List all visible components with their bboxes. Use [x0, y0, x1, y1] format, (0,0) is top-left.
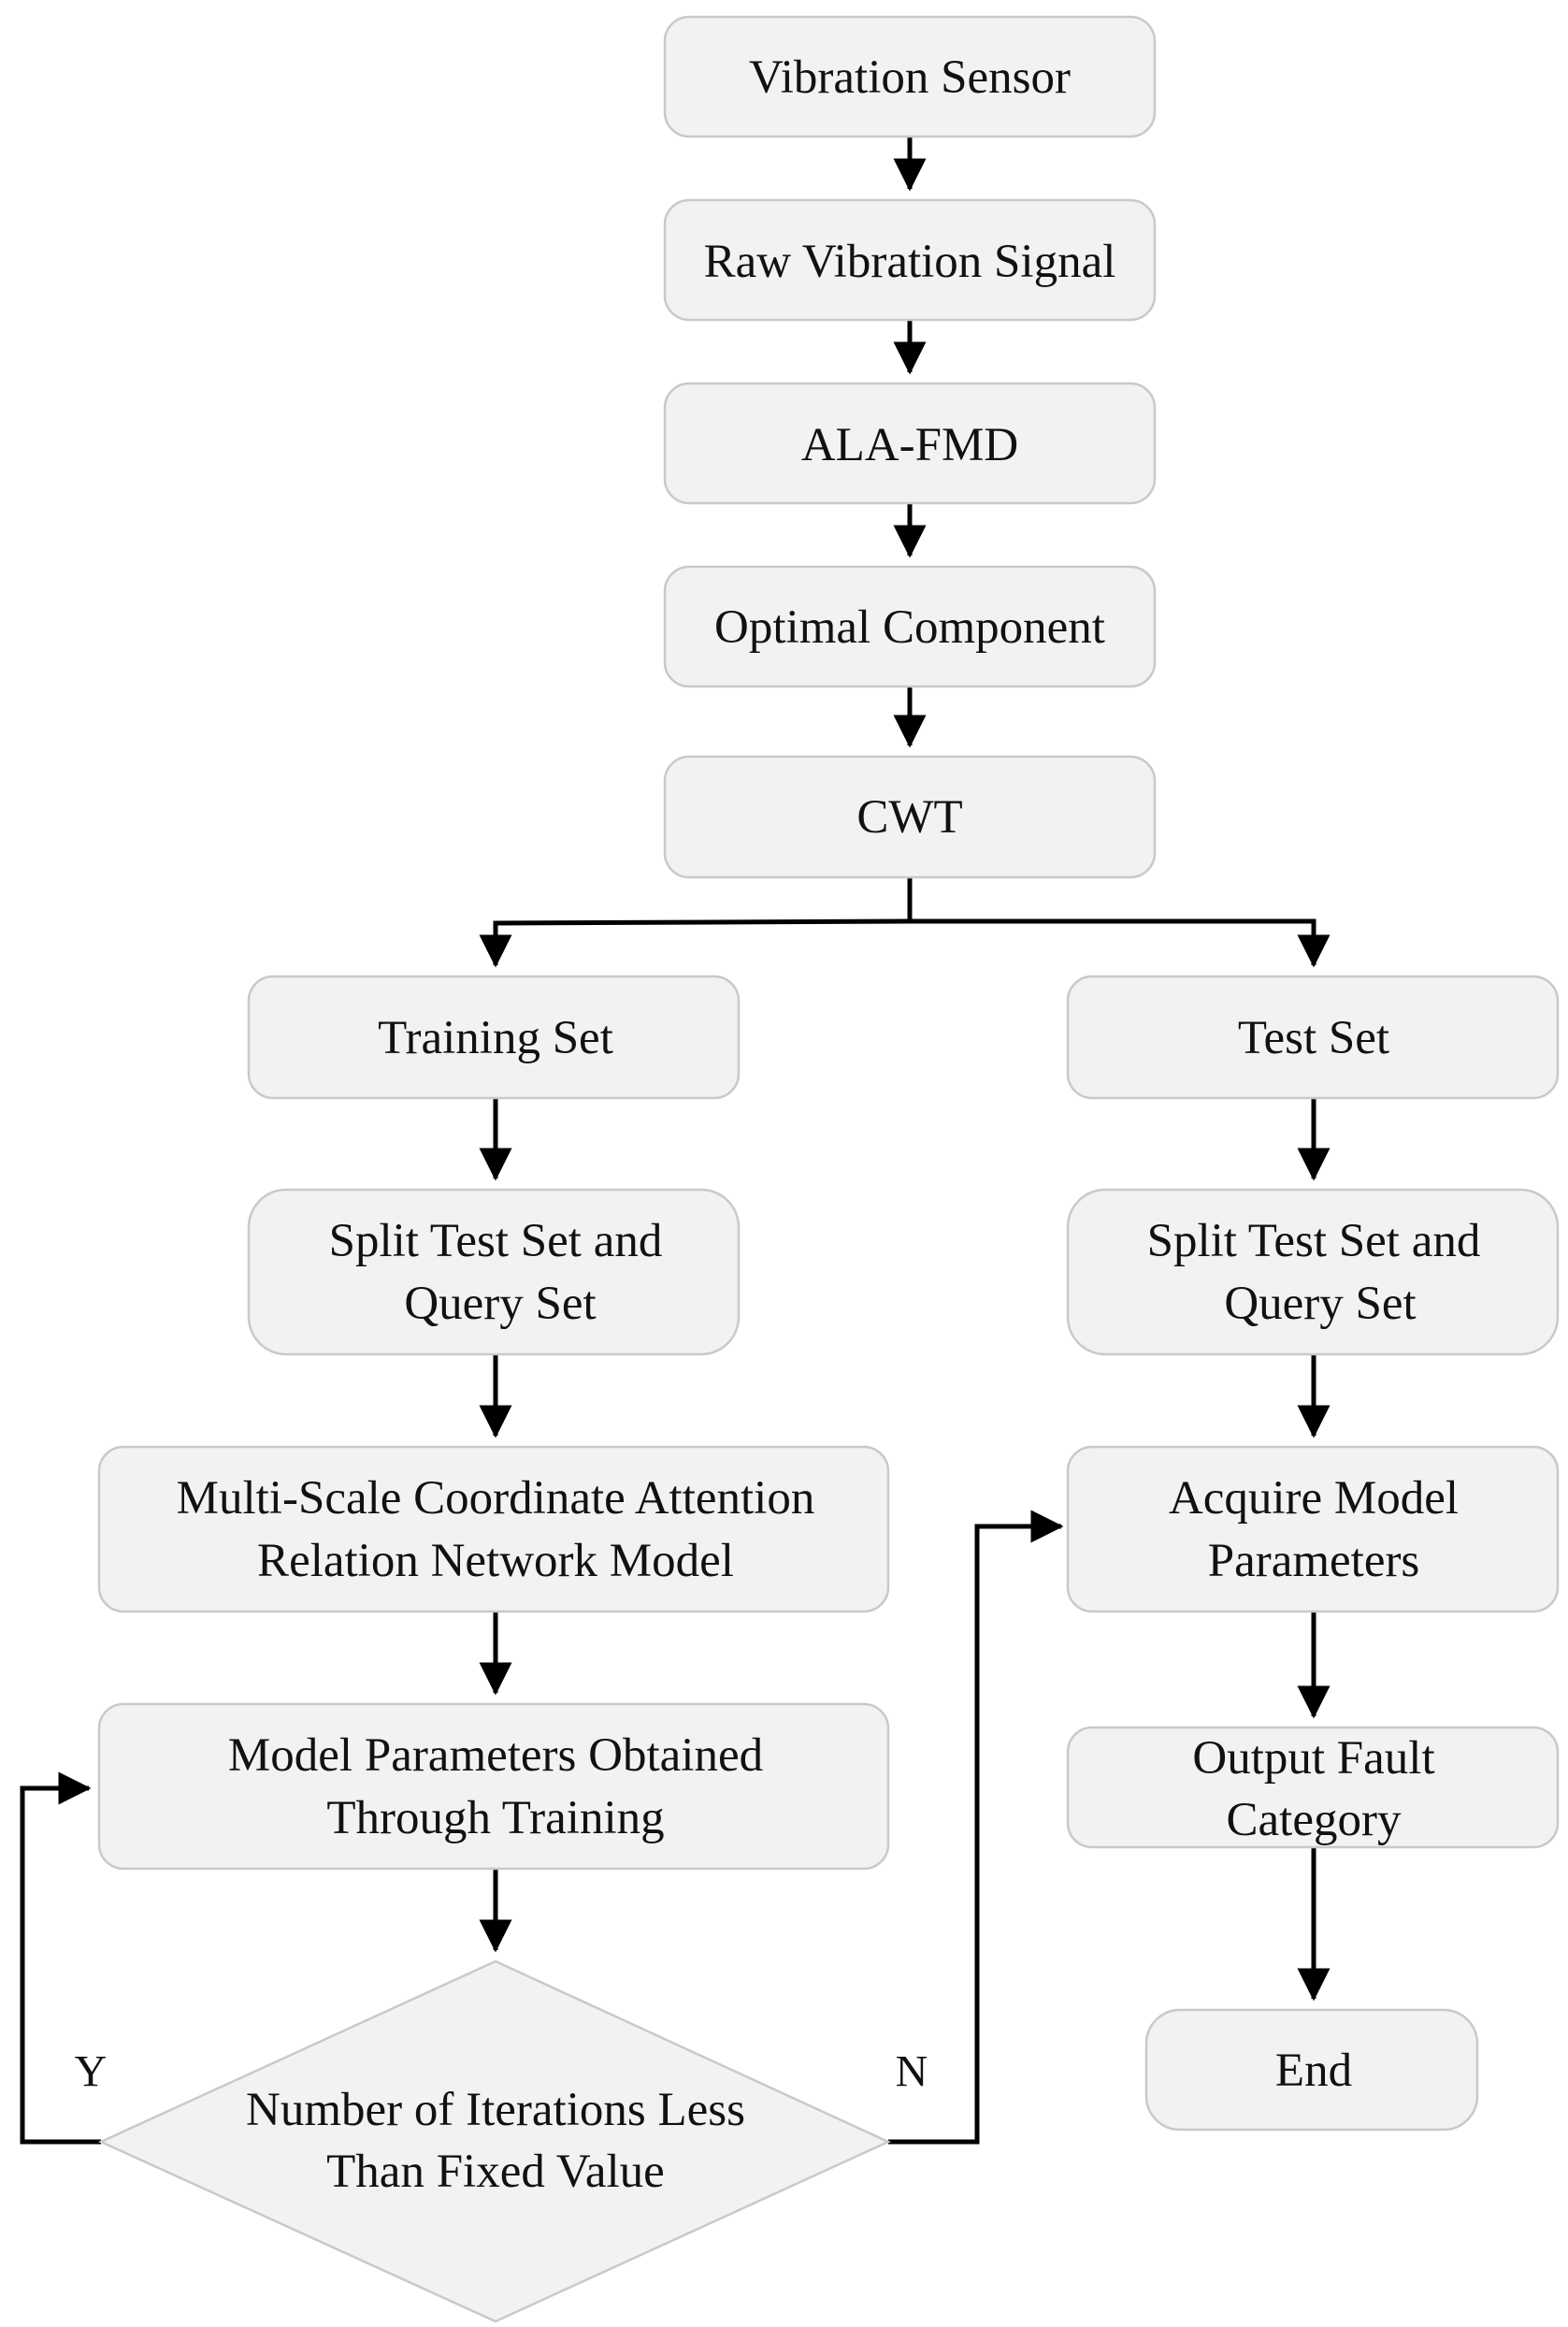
- node-label-line-1: Split Test Set and: [1147, 1215, 1481, 1267]
- node-split-test: Split Test Set and Query Set: [1066, 1188, 1560, 1356]
- node-test-set: Test Set: [1066, 975, 1560, 1100]
- node-label: CWT: [856, 791, 962, 844]
- node-label: Optimal Component: [714, 601, 1105, 654]
- node-training-set: Training Set: [247, 975, 741, 1100]
- node-label-line-1: Acquire Model: [1169, 1472, 1459, 1525]
- arrow-decision-no-to-acquire: [888, 1510, 1064, 2145]
- node-output-fault: Output Fault Category: [1066, 1726, 1560, 1849]
- node-label: Raw Vibration Signal: [704, 236, 1116, 288]
- connectors: [20, 137, 1331, 2145]
- node-label-line-1: Output Fault: [1192, 1732, 1434, 1785]
- node-model-params-training: Model Parameters Obtained Through Traini…: [97, 1702, 890, 1871]
- node-label-line-2: Through Training: [326, 1792, 664, 1844]
- node-mscarn-model: Multi-Scale Coordinate Attention Relatio…: [97, 1445, 890, 1613]
- node-split-training: Split Test Set and Query Set: [247, 1188, 741, 1356]
- branch-label-yes: Y: [75, 2047, 108, 2097]
- node-label-line-2: Relation Network Model: [257, 1535, 734, 1587]
- node-label: End: [1275, 2045, 1352, 2097]
- arrow-decision-yes-loop: [20, 1771, 101, 2145]
- node-cwt: CWT: [663, 755, 1157, 879]
- node-label-line-2: Category: [1227, 1794, 1402, 1846]
- node-label-line-2: Query Set: [1224, 1278, 1416, 1330]
- node-iterations-decision: Number of Iterations Less Than Fixed Val…: [97, 1959, 892, 2323]
- arrow-cwt-to-test: [910, 918, 1331, 968]
- node-label-line-2: Than Fixed Value: [326, 2146, 665, 2198]
- node-label: Training Set: [378, 1012, 613, 1064]
- node-raw-vibration-signal: Raw Vibration Signal: [663, 198, 1157, 322]
- node-end: End: [1144, 2008, 1479, 2132]
- node-label-line-2: Query Set: [404, 1278, 596, 1330]
- node-label-line-1: Split Test Set and: [329, 1215, 663, 1267]
- node-label-line-1: Multi-Scale Coordinate Attention: [177, 1472, 815, 1525]
- branch-label-no: N: [896, 2047, 928, 2097]
- node-label-line-1: Number of Iterations Less: [246, 2084, 745, 2136]
- arrow-cwt-to-training: [479, 918, 911, 968]
- node-acquire-params: Acquire Model Parameters: [1066, 1445, 1560, 1613]
- node-label: Test Set: [1238, 1012, 1389, 1064]
- node-label-line-2: Parameters: [1208, 1535, 1420, 1587]
- node-optimal-component: Optimal Component: [663, 565, 1157, 688]
- node-label-line-1: Model Parameters Obtained: [228, 1729, 763, 1782]
- node-ala-fmd: ALA-FMD: [663, 382, 1157, 505]
- node-label: Vibration Sensor: [749, 51, 1071, 104]
- node-label: ALA-FMD: [801, 419, 1018, 471]
- node-vibration-sensor: Vibration Sensor: [663, 15, 1157, 138]
